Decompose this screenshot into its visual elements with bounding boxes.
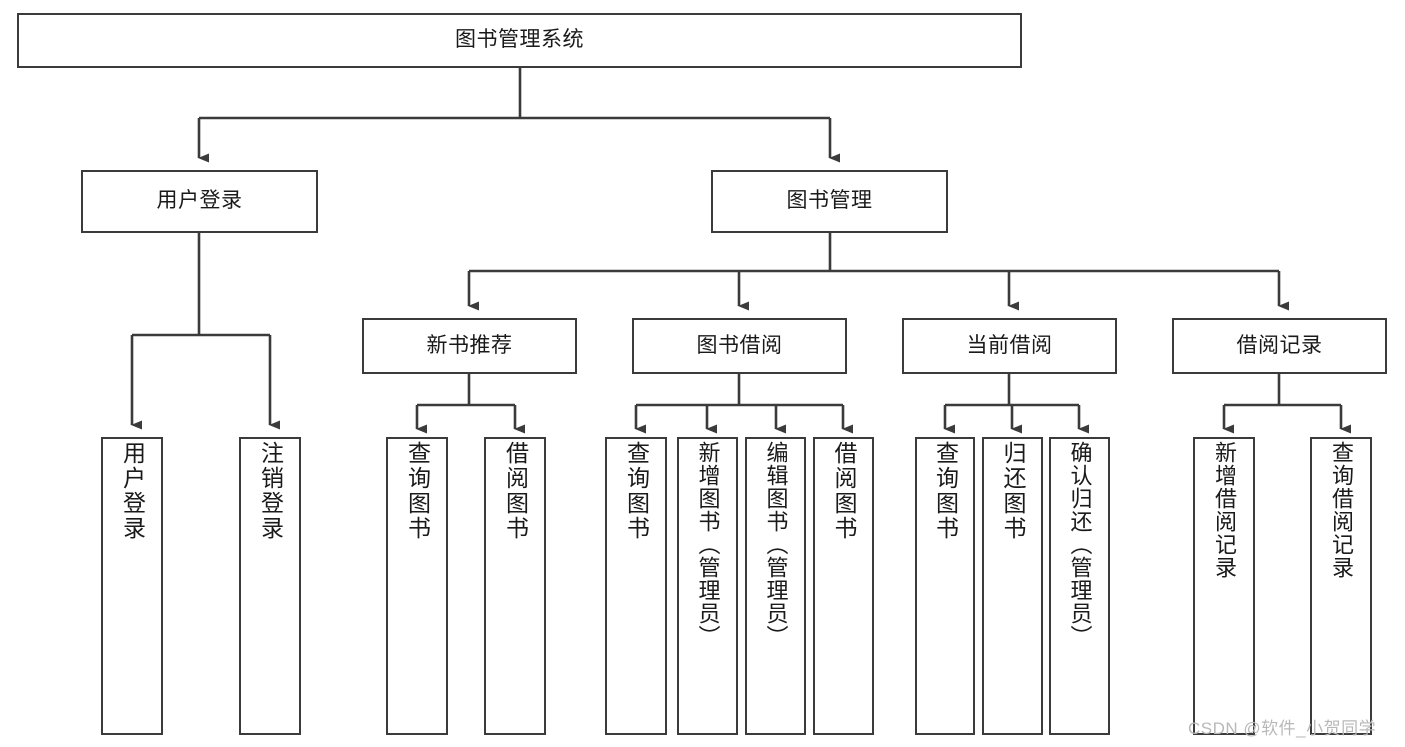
node-label: 图书管理 (786, 189, 873, 213)
node-label: 确认归还（管理员） (1067, 441, 1093, 648)
node-label: 注销登录 (257, 441, 284, 541)
node-leaf-user-login[interactable]: 用户登录 (101, 437, 163, 735)
node-label: 查询图书 (932, 441, 959, 541)
node-leaf-borrow-book[interactable]: 借阅图书 (813, 437, 874, 735)
node-book-borrow[interactable]: 图书借阅 (632, 318, 847, 374)
node-label: 用户登录 (156, 189, 243, 213)
node-user-login[interactable]: 用户登录 (81, 170, 318, 233)
node-label: 借阅图书 (502, 441, 529, 541)
node-leaf-query-book-borrow[interactable]: 查询图书 (605, 437, 667, 735)
node-label: 用户登录 (119, 441, 146, 541)
node-leaf-query-book-recommend[interactable]: 查询图书 (386, 437, 448, 735)
node-leaf-return-book[interactable]: 归还图书 (982, 437, 1043, 735)
node-label: 图书管理系统 (455, 28, 584, 52)
watermark-text: CSDN @软件_小贺同学 (1188, 719, 1377, 738)
node-label: 查询借阅记录 (1329, 441, 1354, 579)
node-leaf-add-borrow-record[interactable]: 新增借阅记录 (1193, 437, 1255, 735)
node-label: 查询图书 (404, 441, 431, 541)
node-book-management[interactable]: 图书管理 (711, 170, 948, 233)
node-leaf-add-book[interactable]: 新增图书（管理员） (677, 437, 738, 735)
node-current-borrow[interactable]: 当前借阅 (902, 318, 1117, 374)
node-label: 借阅图书 (831, 441, 857, 541)
node-leaf-query-book-current[interactable]: 查询图书 (915, 437, 975, 735)
node-label: 新增借阅记录 (1212, 441, 1237, 579)
node-label: 新增图书（管理员） (695, 441, 721, 648)
node-label: 当前借阅 (966, 333, 1053, 357)
node-label: 查询图书 (623, 441, 650, 541)
node-label: 归还图书 (1000, 441, 1026, 541)
node-leaf-logout-login[interactable]: 注销登录 (239, 437, 301, 735)
node-root-system[interactable]: 图书管理系统 (17, 13, 1022, 68)
node-leaf-edit-book[interactable]: 编辑图书（管理员） (745, 437, 806, 735)
node-label: 借阅记录 (1236, 333, 1323, 357)
node-label: 编辑图书（管理员） (763, 441, 789, 648)
node-leaf-borrow-book-recommend[interactable]: 借阅图书 (484, 437, 546, 735)
node-leaf-confirm-return[interactable]: 确认归还（管理员） (1049, 437, 1110, 735)
node-label: 新书推荐 (426, 333, 513, 357)
node-new-book-recommend[interactable]: 新书推荐 (362, 318, 577, 374)
node-borrow-record[interactable]: 借阅记录 (1172, 318, 1387, 374)
node-label: 图书借阅 (696, 333, 783, 357)
node-leaf-query-borrow-record[interactable]: 查询借阅记录 (1310, 437, 1372, 735)
